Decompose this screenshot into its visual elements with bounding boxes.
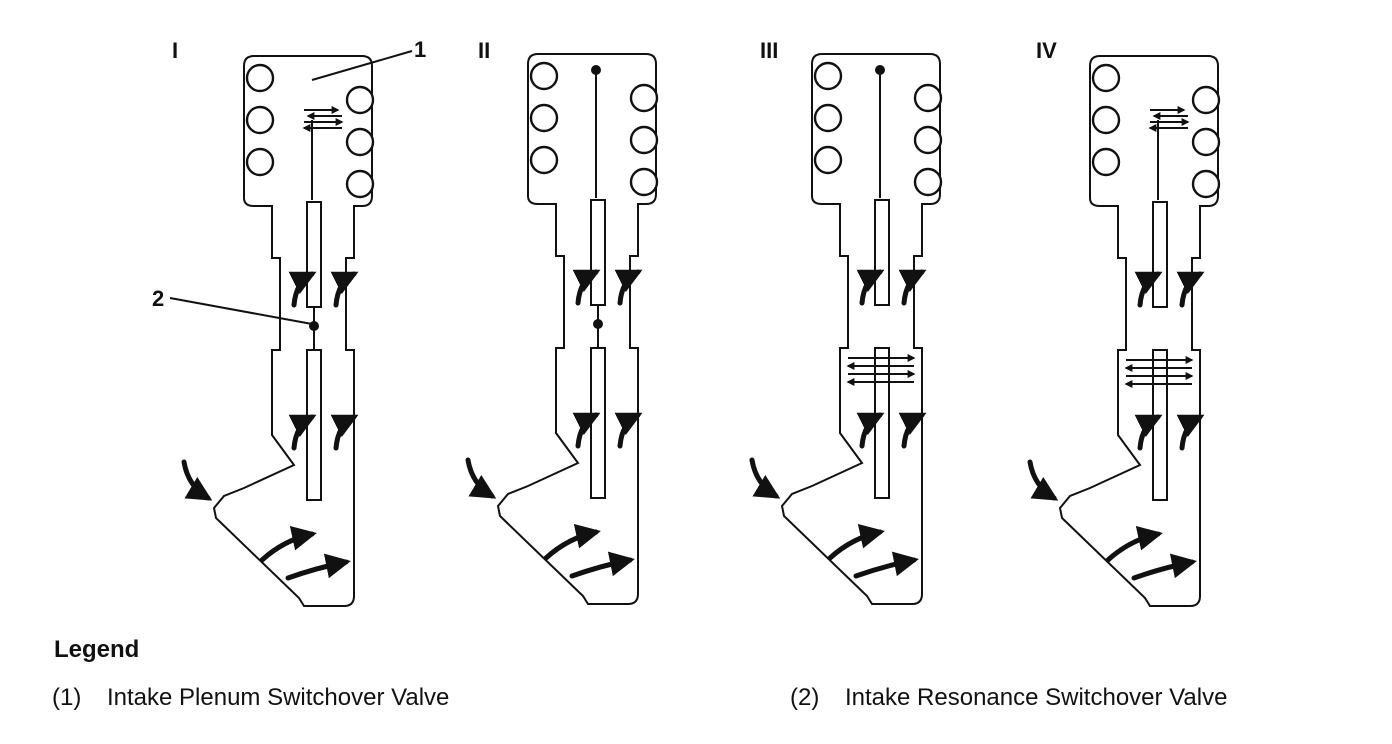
- callout-2-leader: [169, 297, 313, 325]
- callout-2: 2: [152, 286, 164, 311]
- legend-item-2: (2) Intake Resonance Switchover Valve: [790, 684, 1227, 712]
- panel-label-1: I: [172, 38, 178, 63]
- legend-item-2-text: Intake Resonance Switchover Valve: [845, 684, 1228, 711]
- panel-label-3: III: [760, 38, 778, 63]
- panel-3: [752, 53, 943, 605]
- legend-title: Legend: [54, 636, 140, 663]
- panel-2: [468, 53, 659, 605]
- callout-1: 1: [414, 37, 426, 62]
- legend-item-1-text: Intake Plenum Switchover Valve: [107, 684, 450, 711]
- panel-4: [1030, 55, 1221, 607]
- callout-1-leader: [311, 50, 413, 81]
- panel-1: [184, 55, 375, 607]
- legend-item-1-number: (1): [52, 684, 82, 711]
- panel-label-2: II: [478, 38, 490, 63]
- legend-item-1: (1) Intake Plenum Switchover Valve: [52, 684, 449, 712]
- intake-manifold-diagram: I II III IV 1 2: [152, 37, 1221, 607]
- legend-item-2-number: (2): [790, 684, 820, 711]
- panel-label-4: IV: [1036, 38, 1057, 63]
